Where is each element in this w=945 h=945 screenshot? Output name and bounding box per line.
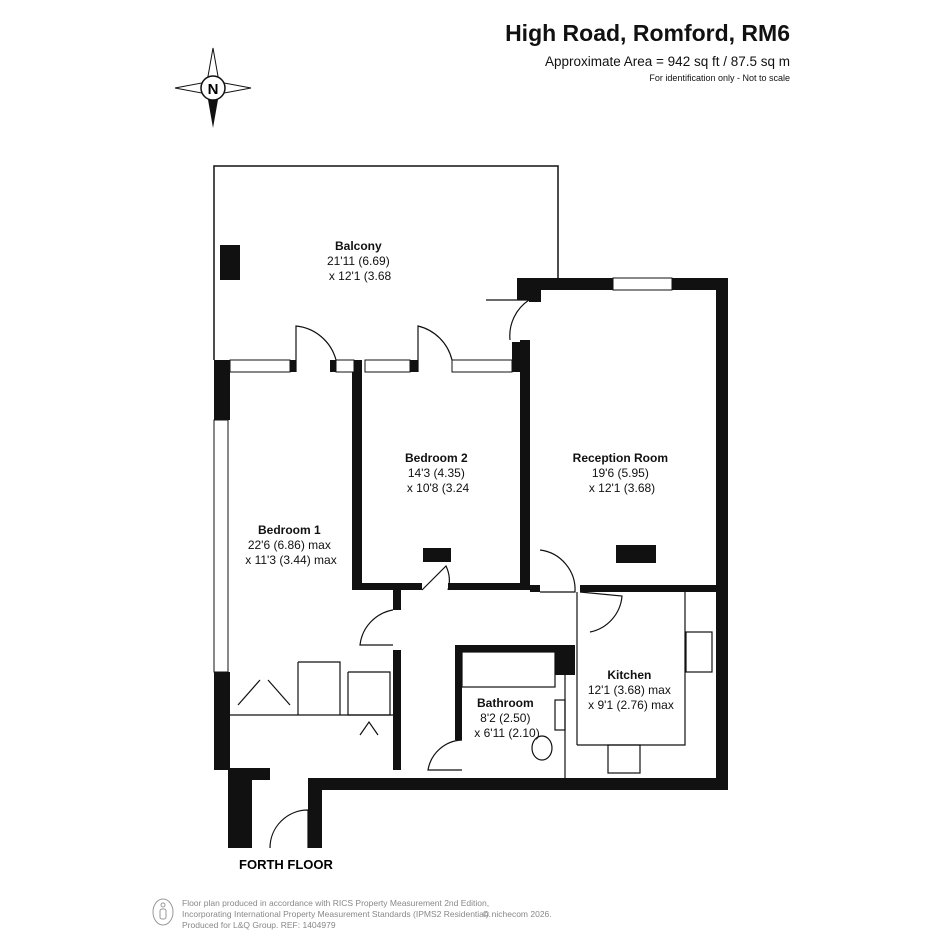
balcony-outline xyxy=(213,165,559,360)
footer-line: Incorporating International Property Mea… xyxy=(182,909,491,919)
room-label-bedroom-2: Bedroom 2 14'3 (4.35) x 10'8 (3.24 xyxy=(405,451,471,495)
footer-text: Floor plan produced in accordance with R… xyxy=(182,898,491,931)
room-label-bathroom: Bathroom 8'2 (2.50) x 6'11 (2.10) xyxy=(474,696,539,740)
footer-line: Produced for L&Q Group. REF: 1404979 xyxy=(182,920,336,930)
windows xyxy=(213,277,673,673)
room-label-balcony: Balcony 21'11 (6.69) x 12'1 (3.68 xyxy=(327,239,393,283)
approximate-area: Approximate Area = 942 sq ft / 87.5 sq m xyxy=(544,54,790,69)
balcony-column xyxy=(220,245,240,280)
scale-note: For identification only - Not to scale xyxy=(649,73,790,83)
compass-icon: N xyxy=(174,47,252,128)
room-label-kitchen: Kitchen 12'1 (3.68) max x 9'1 (2.76) max xyxy=(588,668,674,712)
interior-lines xyxy=(230,299,713,849)
radiators xyxy=(423,545,656,563)
ipms-logo-icon xyxy=(152,898,174,926)
footer-line: Floor plan produced in accordance with R… xyxy=(182,898,490,908)
copyright: © nichecom 2026. xyxy=(483,909,552,919)
room-label-bedroom-1: Bedroom 1 22'6 (6.86) max x 11'3 (3.44) … xyxy=(245,523,336,567)
property-title: High Road, Romford, RM6 xyxy=(505,20,790,46)
floor-label: FORTH FLOOR xyxy=(239,857,333,872)
room-label-reception: Reception Room 19'6 (5.95) x 12'1 (3.68) xyxy=(573,451,672,495)
compass-north-label: N xyxy=(208,81,219,98)
